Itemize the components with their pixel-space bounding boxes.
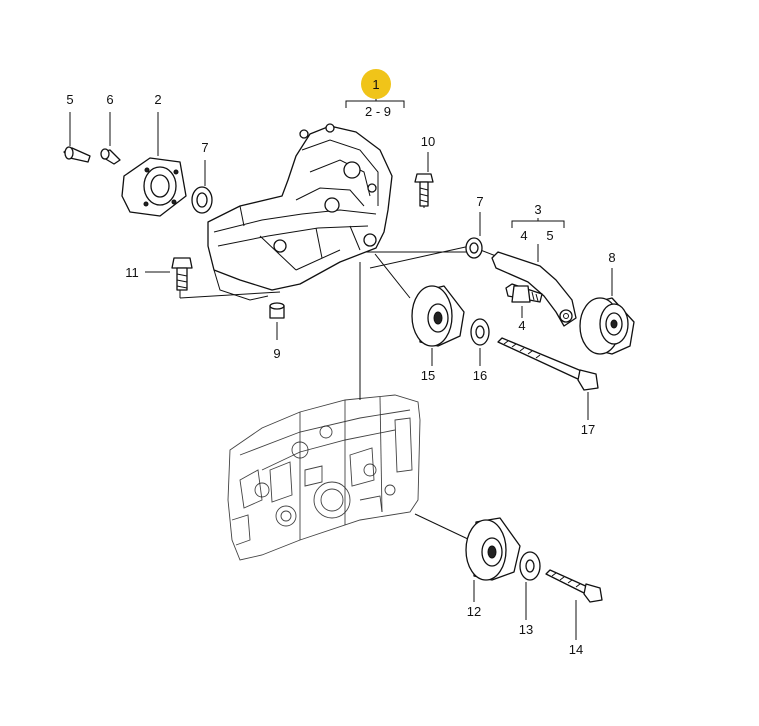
callout-leaders [69, 94, 613, 640]
part-6-screw[interactable] [100, 148, 121, 165]
callout-labels: 1 2 - 9 5 6 2 7 10 11 9 7 3 4 5 8 4 15 1… [66, 77, 615, 657]
callout-4[interactable]: 4 [518, 318, 525, 333]
callout-17[interactable]: 17 [581, 422, 595, 437]
callout-2[interactable]: 2 [154, 92, 161, 107]
part-7-seal-ring-upper[interactable] [191, 186, 213, 214]
part-8-pulley[interactable] [579, 297, 635, 355]
callout-9[interactable]: 9 [273, 346, 280, 361]
engine-block-outline [227, 394, 421, 561]
callout-1-range: 2 - 9 [365, 104, 391, 119]
callout-14[interactable]: 14 [569, 642, 583, 657]
part-2-flange-housing[interactable] [121, 157, 187, 217]
highlight-marker [361, 69, 391, 99]
callout-8[interactable]: 8 [608, 250, 615, 265]
part-13-washer[interactable] [519, 551, 541, 581]
part-7-washer-right[interactable] [465, 237, 483, 259]
callout-10[interactable]: 10 [421, 134, 435, 149]
callout-13[interactable]: 13 [519, 622, 533, 637]
callout-3-sub-a: 4 [520, 228, 527, 243]
part-5-bolt[interactable] [63, 146, 91, 163]
part-17-long-bolt[interactable] [497, 337, 599, 391]
part-4-stud-bolt[interactable] [505, 283, 543, 303]
part-16-washer[interactable] [470, 318, 490, 346]
callout-1[interactable]: 1 [372, 77, 379, 92]
part-15-idler-roller[interactable] [411, 285, 465, 347]
part-3-tensioner-arm[interactable] [491, 251, 577, 327]
part-12-idler-roller[interactable] [465, 517, 521, 581]
callout-11[interactable]: 11 [125, 265, 139, 280]
callout-7-right[interactable]: 7 [476, 194, 483, 209]
callout-6[interactable]: 6 [106, 92, 113, 107]
callout-5[interactable]: 5 [66, 92, 73, 107]
part-10-bolt[interactable] [414, 173, 434, 207]
part-11-bolt[interactable] [171, 257, 193, 291]
part-9-sleeve[interactable] [269, 302, 285, 319]
callout-16[interactable]: 16 [473, 368, 487, 383]
callout-12[interactable]: 12 [467, 604, 481, 619]
callout-7-upper[interactable]: 7 [201, 140, 208, 155]
callout-3[interactable]: 3 [534, 202, 541, 217]
part-14-bolt[interactable] [545, 569, 603, 603]
part-1-mounting-bracket[interactable] [207, 123, 393, 301]
callout-3-sub-b: 5 [546, 228, 553, 243]
callout-15[interactable]: 15 [421, 368, 435, 383]
